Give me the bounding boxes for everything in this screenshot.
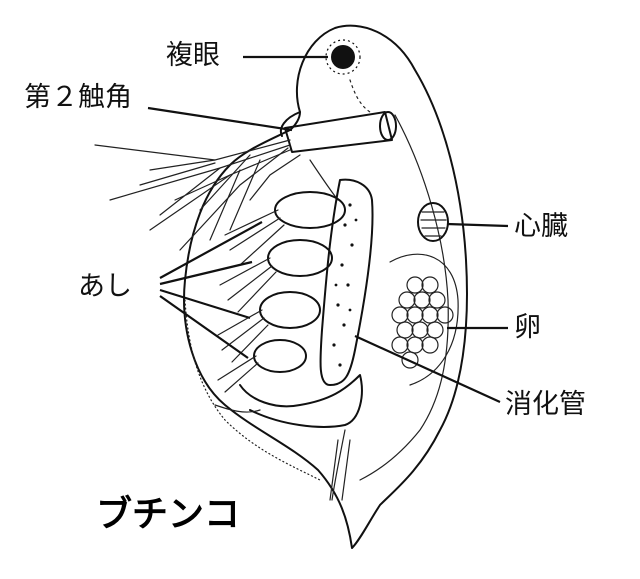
rostrum: [280, 111, 301, 137]
label-second-antenna: 第２触角: [24, 82, 132, 113]
label-egg: 卵: [514, 312, 541, 343]
label-legs: あし: [78, 271, 132, 302]
antenna-base: [284, 111, 393, 153]
label-digestive-tract: 消化管: [505, 389, 586, 420]
post-abdomen: [239, 374, 363, 428]
brood-chamber: [389, 253, 459, 386]
label-compound-eye: 複眼: [166, 40, 220, 71]
egg-cluster: [391, 276, 454, 369]
gut-dots: [332, 203, 358, 367]
compound-eye-shape: [331, 45, 355, 69]
body-outline: [183, 24, 468, 549]
digestive-tract-shape: [319, 178, 374, 386]
diagram-title: ブチンコ: [96, 494, 241, 535]
antenna-setae: [94, 139, 301, 251]
legs-shapes: [217, 191, 346, 393]
heart-shape: [417, 202, 449, 242]
label-heart: 心臓: [514, 211, 568, 242]
shell-inner-line: [359, 114, 449, 481]
